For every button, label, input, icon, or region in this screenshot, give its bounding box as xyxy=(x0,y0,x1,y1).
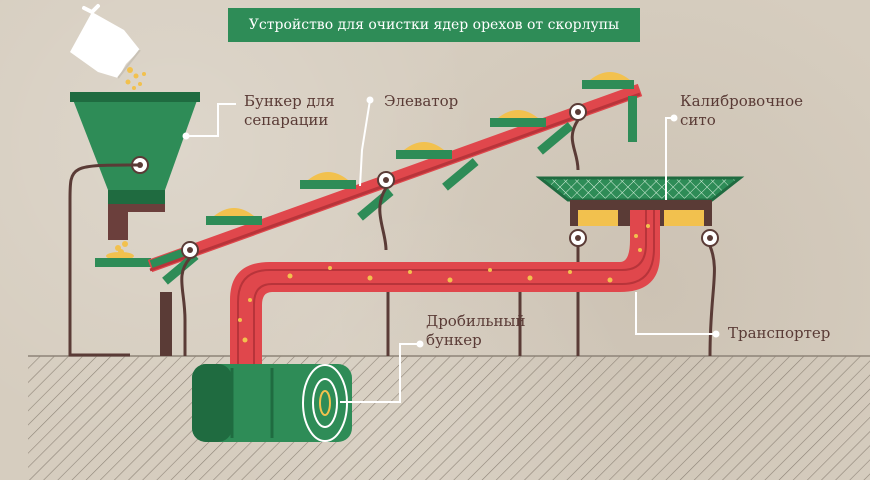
output-tray xyxy=(95,258,151,267)
support-wires xyxy=(180,119,580,356)
leader-dots xyxy=(182,96,720,348)
conveyor-nuts xyxy=(238,224,650,343)
label-crushing-hopper: Дробильный бункер xyxy=(426,312,526,349)
conveyor-stands xyxy=(386,292,522,356)
falling-nuts xyxy=(125,67,146,90)
crushing-hopper xyxy=(192,364,352,442)
elevator-belt xyxy=(147,83,643,273)
label-separation-hopper: Бункер для сепарации xyxy=(244,92,335,129)
bucket-nuts xyxy=(214,72,630,216)
diagram-title: Устройство для очистки ядер орехов от ск… xyxy=(228,8,640,42)
conveyor-tube xyxy=(230,210,660,372)
ground xyxy=(28,355,870,480)
nut-pile xyxy=(106,241,134,260)
label-calibration-sieve: Калибровочное сито xyxy=(680,92,804,129)
belt-rollers xyxy=(181,103,587,259)
elevator-buckets xyxy=(149,80,637,285)
label-conveyor: Транспортер xyxy=(728,324,831,342)
label-elevator: Элеватор xyxy=(384,92,459,110)
sack-icon xyxy=(70,4,141,79)
